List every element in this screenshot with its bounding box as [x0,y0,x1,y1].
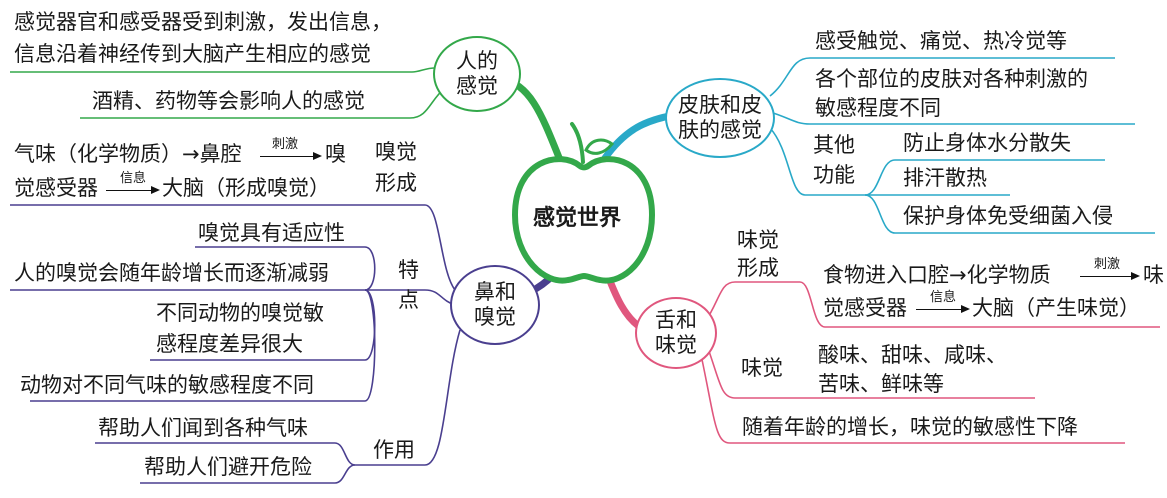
apple-stem [570,122,585,164]
human-desc-line-2: 信息沿着神经传到大脑产生相应的感觉 [14,42,371,66]
nose-feature-2: 不同动物的嗅觉敏 [156,301,324,325]
nose-path-arrow-1 [260,151,322,160]
nose-path-line-1b: 嗅 [325,142,346,166]
skin-other-2: 功能 [813,163,855,187]
tongue-path-arrow-1 [1080,271,1140,280]
tongue-formation-1: 味觉 [737,228,779,252]
skin-function-0: 防止身体水分散失 [903,131,1071,155]
nose-path-line-2b: 大脑（形成嗅觉） [162,176,330,200]
tongue-path-line-1a: 食物进入口腔→化学物质 [823,263,1051,287]
skin-sensitivity-line-2: 敏感程度不同 [815,96,941,120]
apple-leaf [584,138,615,155]
nose-features-2: 点 [398,288,419,312]
nose-feature-4: 动物对不同气味的敏感程度不同 [20,373,314,397]
tongue-taste: 味觉 [741,356,783,380]
nose-role-0: 帮助人们闻到各种气味 [98,416,308,440]
nose-formation-1: 嗅觉 [375,140,417,164]
tongue-path-line-1b: 味 [1143,263,1164,287]
nose-features-1: 特 [398,258,419,282]
tongue-path-arrow-2 [916,304,970,313]
node-skin: 皮肤和皮肤的感觉 [665,78,775,158]
node-nose: 鼻和嗅觉 [450,265,540,345]
human-affect: 酒精、药物等会影响人的感觉 [92,89,365,113]
node-tongue: 舌和味觉 [635,297,717,369]
nose-path-arrow-2-label: 信息 [120,171,147,186]
tongue-path-arrow-1-label: 刺激 [1094,257,1121,272]
tongue-path-line-2a: 觉感受器 [823,296,907,320]
nose-feature-3: 感程度差异很大 [156,332,303,356]
skin-sense: 感受触觉、痛觉、热冷觉等 [815,29,1067,53]
nose-formation-2: 形成 [375,171,417,195]
nose-path-line-2a: 觉感受器 [14,176,98,200]
center-title: 感觉世界 [533,206,622,231]
skin-function-2: 保护身体免受细菌入侵 [903,204,1113,228]
nose-role: 作用 [373,438,415,462]
tongue-taste-line-1: 酸味、甜味、咸味、 [818,343,1007,367]
node-human: 人的感觉 [433,36,521,112]
nose-feature-0: 嗅觉具有适应性 [198,221,345,245]
skin-sensitivity-line-1: 各个部位的皮肤对各种刺激的 [815,67,1088,91]
tongue-path-arrow-2-label: 信息 [930,290,957,305]
skin-function-1: 排汗散热 [903,166,987,190]
nose-path-arrow-1-label: 刺激 [272,137,299,152]
nose-path-line-1a: 气味（化学物质）→鼻腔 [14,142,242,166]
skin-other-1: 其他 [813,133,855,157]
human-desc-line-1: 感觉器官和感受器受到刺激，发出信息， [14,10,392,34]
tongue-path-line-2b: 大脑（产生味觉） [972,296,1140,320]
nose-path-arrow-2 [106,185,160,194]
tongue-age: 随着年龄的增长，味觉的敏感性下降 [742,415,1078,439]
apple-body [511,156,656,284]
nose-feature-1: 人的嗅觉会随年龄增长而逐渐减弱 [14,261,329,285]
tongue-formation-2: 形成 [737,256,779,280]
nose-role-1: 帮助人们避开危险 [144,455,312,479]
tongue-taste-line-2: 苦味、鲜味等 [818,372,944,396]
